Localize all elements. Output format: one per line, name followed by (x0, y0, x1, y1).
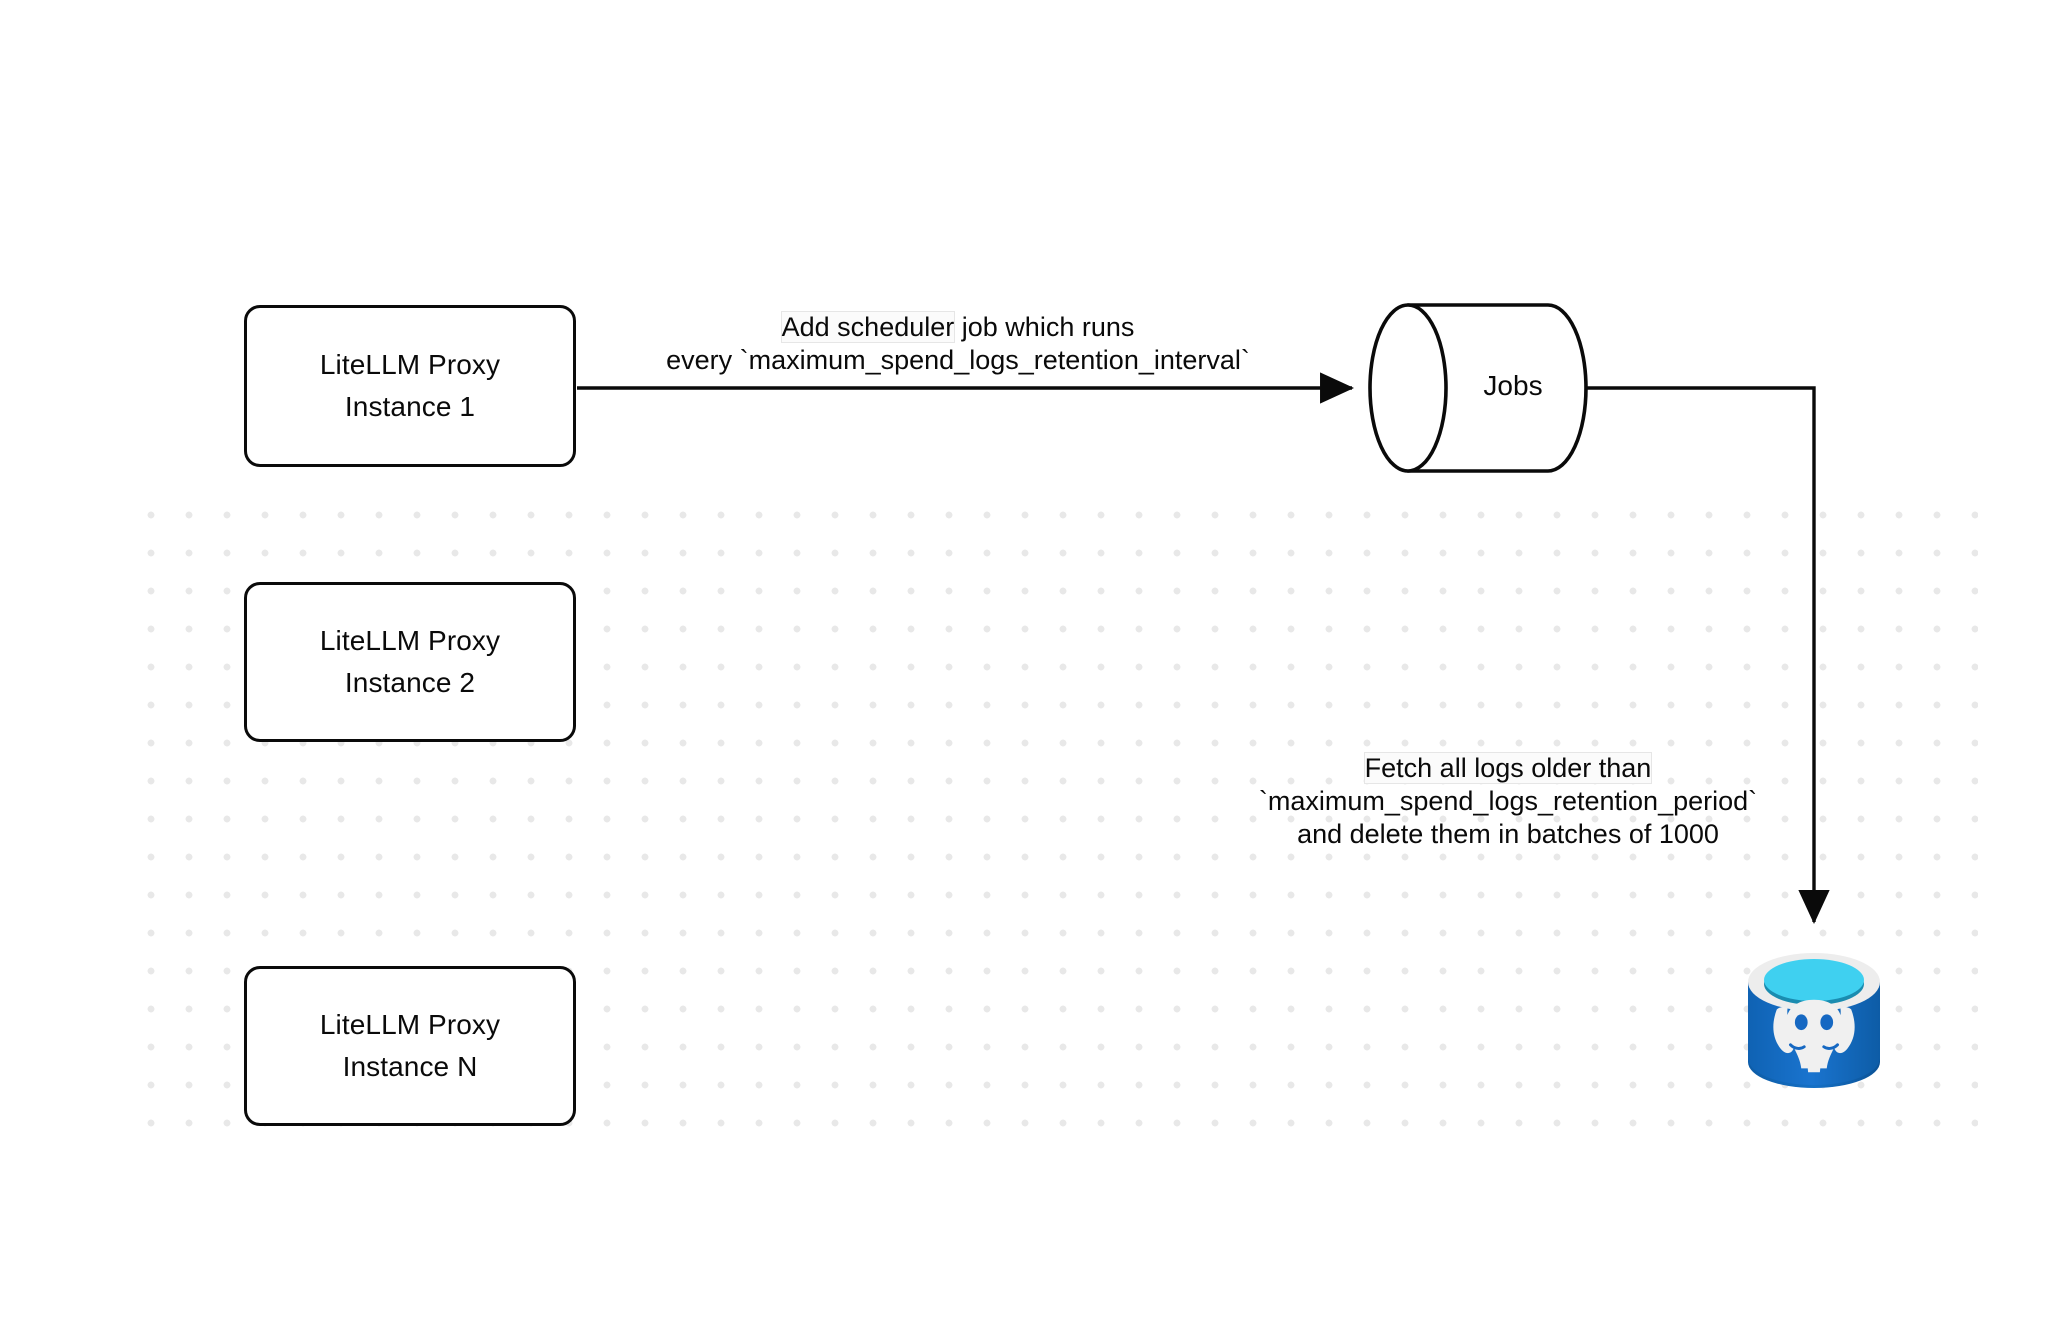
edge-label-line-2: `maximum_spend_logs_retention_period` (1258, 786, 1758, 816)
edge-label-highlight: Add scheduler (781, 312, 955, 342)
edge-label-fetch-delete-logs: Fetch all logs older than `maximum_spend… (1228, 752, 1788, 851)
node-litellm-proxy-instance-1[interactable]: LiteLLM Proxy Instance 1 (244, 305, 576, 467)
node-label-line2: Instance N (342, 1051, 478, 1082)
node-jobs-label: Jobs (1483, 370, 1543, 401)
node-label-line2: Instance 1 (344, 391, 476, 422)
node-label-line1: LiteLLM Proxy (319, 1009, 501, 1040)
node-litellm-proxy-instance-2[interactable]: LiteLLM Proxy Instance 2 (244, 582, 576, 742)
edge-jobs-to-postgres (1586, 386, 1830, 925)
node-litellm-proxy-instance-n[interactable]: LiteLLM Proxy Instance N (244, 966, 576, 1126)
edge-label-line-1-rest: job which runs (954, 312, 1135, 342)
node-label-line2: Instance 2 (344, 667, 476, 698)
edge-label-line-1: Add scheduler job which runs (598, 311, 1318, 344)
node-label-line1: LiteLLM Proxy (319, 349, 501, 380)
edge-label-highlight: Fetch all logs older than (1364, 753, 1652, 783)
node-label-line1: LiteLLM Proxy (319, 625, 501, 656)
edge-label-line-3: and delete them in batches of 1000 (1297, 819, 1719, 849)
edge-label-add-scheduler-job: Add scheduler job which runs every `maxi… (598, 311, 1318, 377)
postgresql-elephant-icon (1773, 999, 1855, 1073)
edge-label-line-1: Fetch all logs older than (1228, 752, 1788, 785)
jobs-cylinder-shape (1368, 303, 1588, 473)
edge-label-line-2: every `maximum_spend_logs_retention_inte… (666, 345, 1250, 375)
